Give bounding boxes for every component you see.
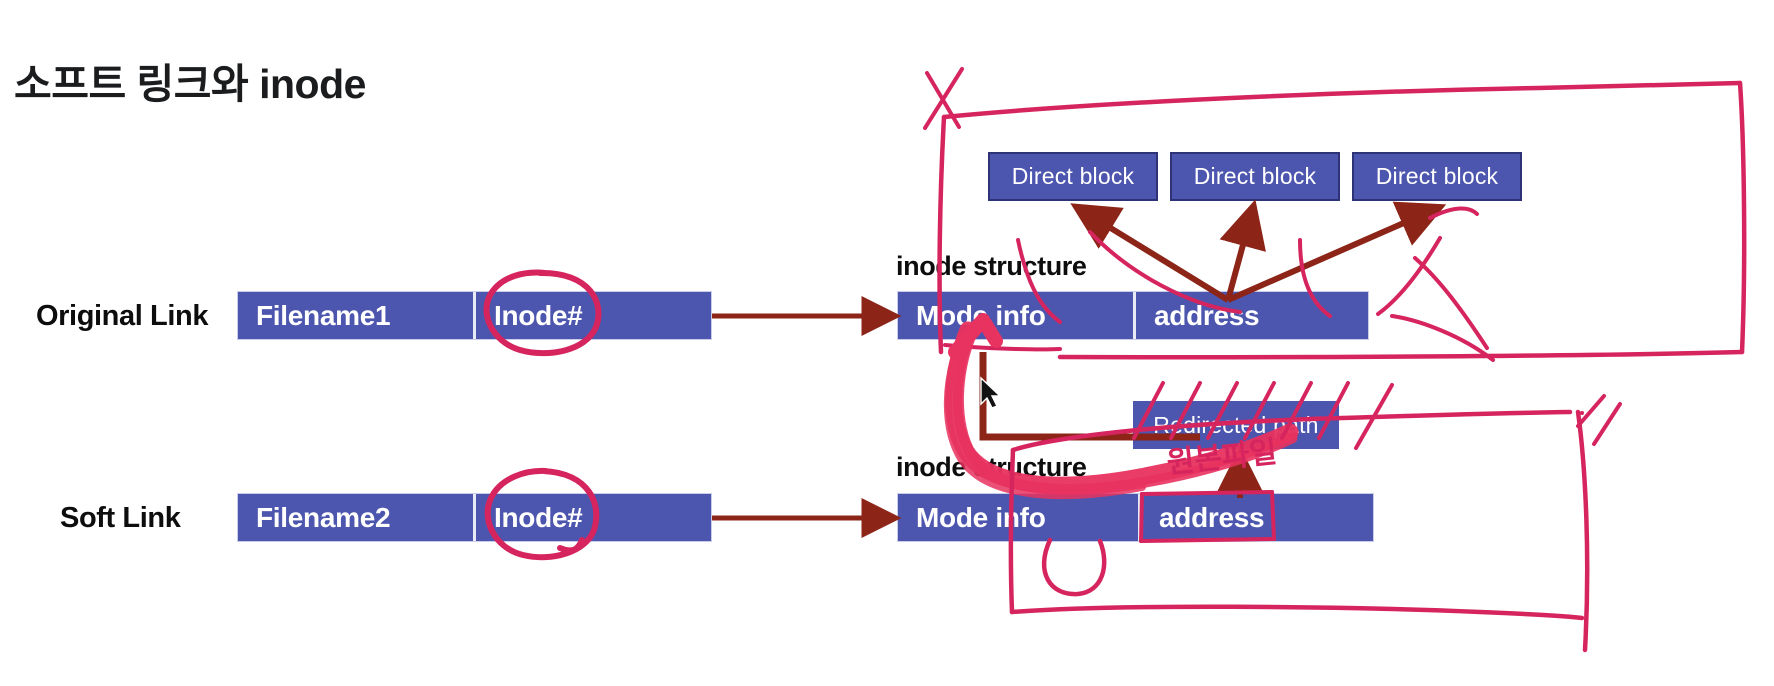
address-cell-2: address	[1138, 494, 1373, 541]
page-title: 소프트 링크와 inode	[14, 61, 366, 107]
ink-loop-under-address	[1041, 537, 1107, 597]
ink-curve-redirect	[1390, 256, 1495, 362]
mode-info-cell-1: Mode info	[916, 299, 1046, 331]
direct-block-1: Direct block	[988, 152, 1158, 201]
redirected-path-box: Redirected path	[1133, 401, 1339, 449]
inode-structure-table-2: Mode info address	[898, 494, 1373, 541]
row-label-original-link: Original Link	[36, 300, 209, 332]
mode-info-cell-2: Mode info	[916, 501, 1046, 533]
inode-structure-caption-2: inode structure	[896, 452, 1087, 482]
soft-link-table: Filename2 Inode#	[238, 494, 711, 541]
inode-structure-caption-1: inode structure	[896, 251, 1087, 281]
soft-inode-number-cell: Inode#	[473, 494, 711, 541]
filename1-cell: Filename1	[256, 299, 391, 331]
mouse-pointer-icon	[980, 376, 1002, 409]
original-inode-number-cell: Inode#	[473, 292, 711, 339]
row-label-soft-link: Soft Link	[60, 502, 181, 534]
address-to-direct-blocks-arrows	[1070, 199, 1447, 303]
direct-block-2: Direct block	[1170, 152, 1340, 201]
original-link-table: Filename1 Inode#	[238, 292, 711, 339]
address-cell-1: address	[1133, 292, 1368, 339]
filename2-cell: Filename2	[256, 501, 391, 533]
inode-structure-table-1: Mode info address	[898, 292, 1368, 339]
direct-block-3: Direct block	[1352, 152, 1522, 201]
x-mark-icon	[923, 67, 964, 130]
